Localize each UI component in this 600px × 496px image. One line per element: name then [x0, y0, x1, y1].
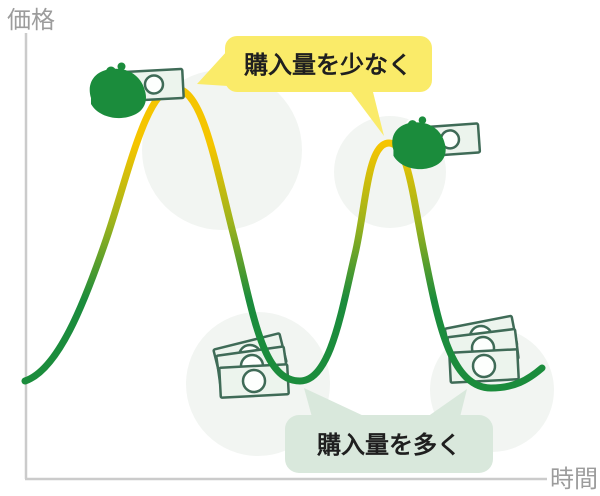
halo-first-peak	[142, 70, 302, 230]
callout-buy-less-label: 購入量を少なく	[244, 52, 412, 79]
banknote-stack-second-valley	[443, 314, 520, 385]
callout-buy-more-tail-left	[304, 388, 366, 417]
callout-buy-more-bubble	[285, 415, 493, 473]
x-axis-label: 時間	[550, 466, 598, 493]
callout-buy-more-label: 購入量を多く	[317, 432, 461, 459]
callout-buy-less-bubble	[225, 36, 432, 92]
axes: 価格 時間	[7, 7, 598, 493]
callout-buy-less: 購入量を少なく	[197, 36, 432, 136]
callout-buy-less-tail-right	[348, 88, 384, 136]
y-axis-label: 価格	[7, 7, 55, 34]
callout-buy-less-tail-left	[197, 50, 228, 86]
callout-buy-more-tail-right	[427, 389, 467, 417]
price-curve	[21, 84, 546, 392]
callout-buy-more: 購入量を多く	[285, 388, 493, 473]
